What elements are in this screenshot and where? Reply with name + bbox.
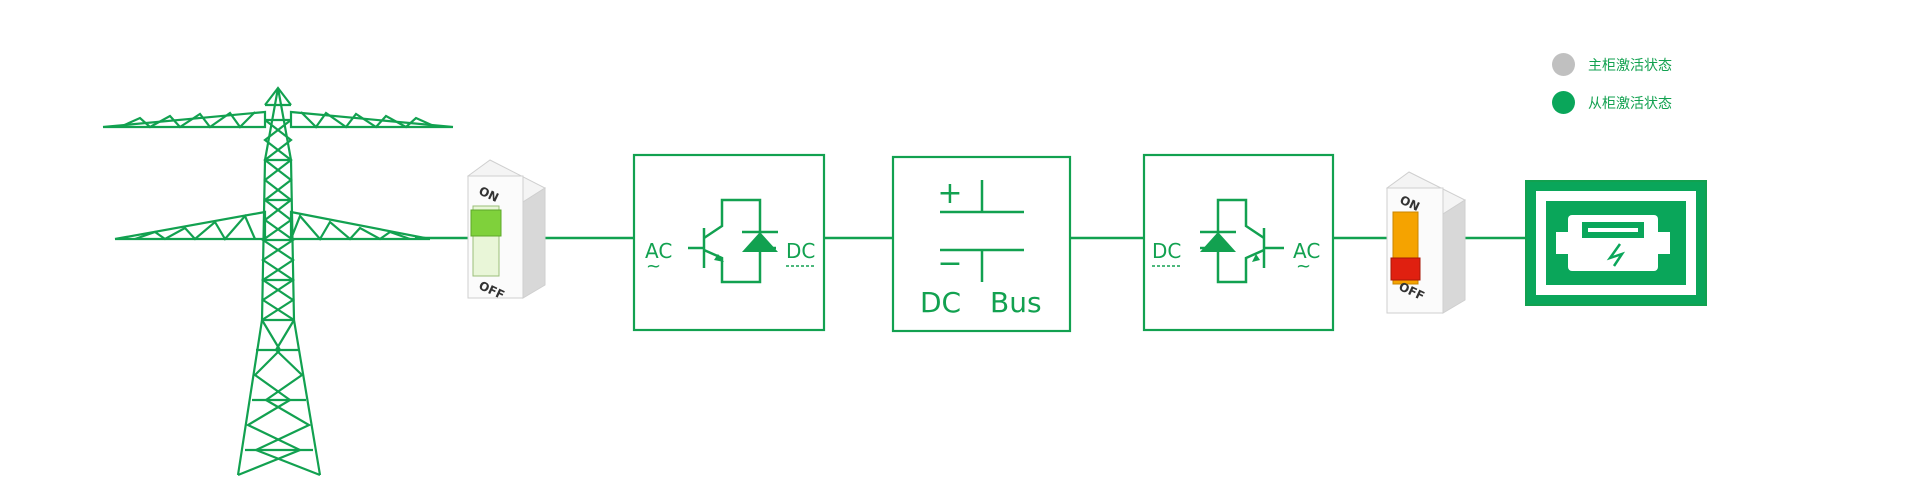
ac-tilde: ~ [1296,256,1311,277]
switch-handle[interactable] [1390,257,1421,281]
inverter-ac-label: AC [1293,239,1320,263]
diode-symbol-inverter [1200,232,1236,252]
dc-bus-bus-label: Bus [990,286,1042,319]
ac-tilde: ~ [646,256,661,277]
rectifier-block: AC ~ DC [632,153,826,332]
legend-label-slave: 从柜激活状态 [1588,95,1672,112]
breaker-left[interactable]: ON OFF [467,159,547,302]
legend-label-master: 主柜激活状态 [1588,57,1672,74]
breaker-right[interactable]: ON OFF [1386,171,1467,314]
master-status-dot-icon [1552,53,1575,76]
diode-symbol-rectifier [742,232,778,252]
inverter-dc-label: DC [1152,239,1181,263]
charging-device-icon [1525,180,1707,306]
rectifier-dc-label: DC [786,239,815,263]
rectifier-ac-label: AC [645,239,672,263]
legend-item-master: 主柜激活状态 [1552,53,1672,76]
slave-status-dot-icon [1552,91,1575,114]
legend-item-slave: 从柜激活状态 [1552,91,1672,114]
dc-bus-minus: − [937,246,962,281]
switch-handle[interactable] [470,209,502,237]
inverter-block: DC AC ~ [1142,153,1335,332]
power-tower-icon [102,86,454,477]
capacitor-symbol [940,180,1024,282]
dc-bus-plus: + [937,176,962,211]
dc-bus-dc-label: DC [920,286,961,319]
dc-bus-block: + − DC Bus [891,155,1072,333]
